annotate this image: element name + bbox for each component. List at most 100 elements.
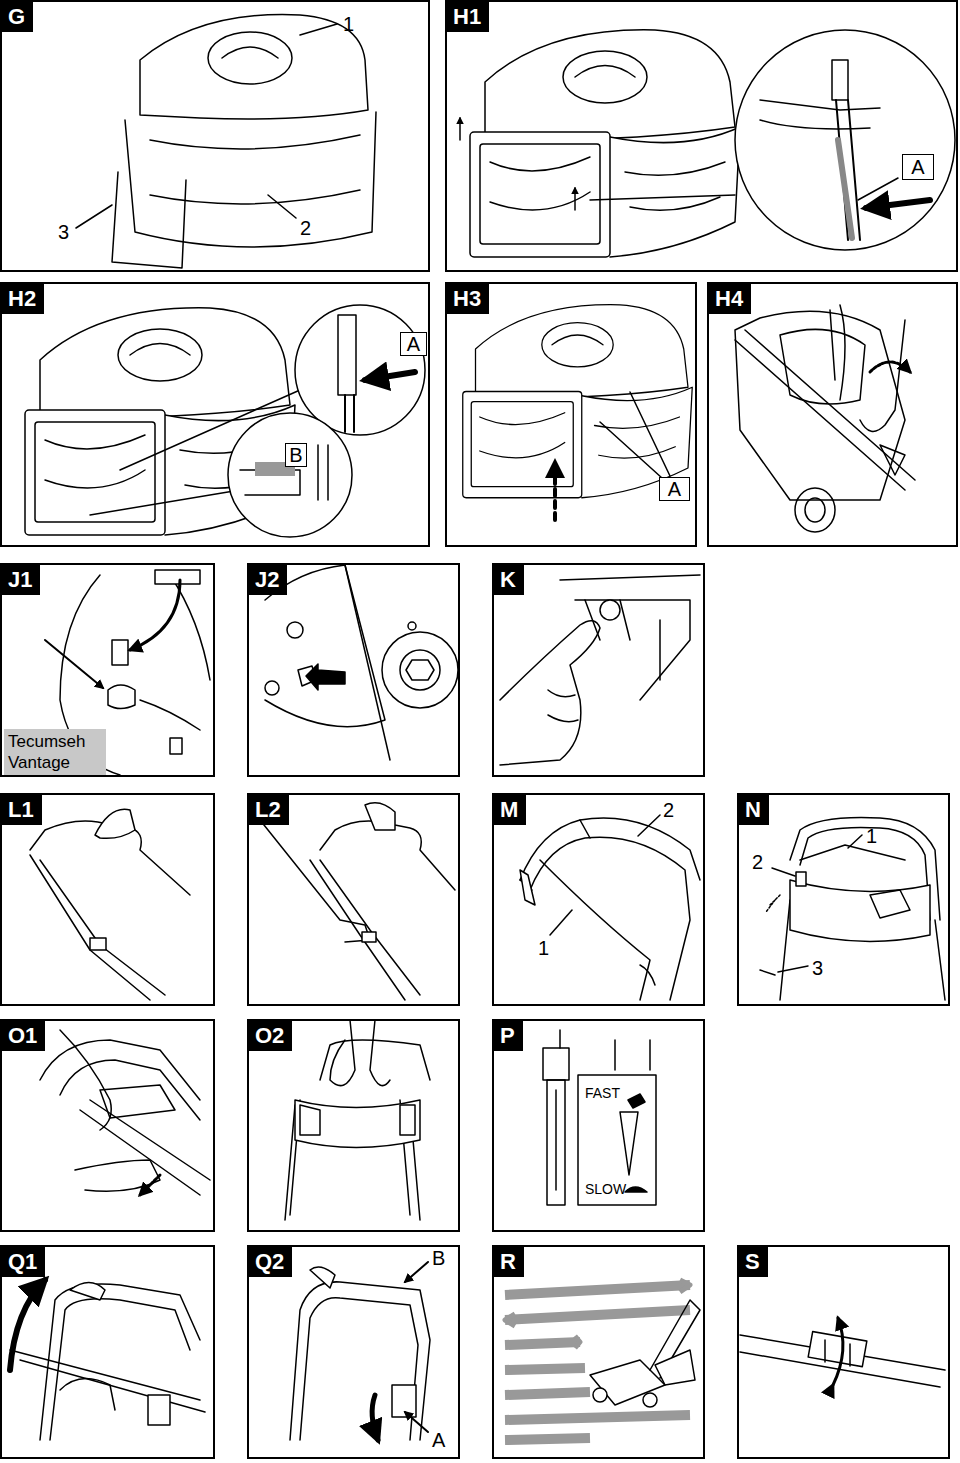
callout-number: 1 — [538, 938, 549, 958]
panel-m-art-part — [520, 870, 535, 905]
panel-h2-art-part — [90, 490, 240, 515]
panel-l2-art-part — [320, 821, 455, 890]
panel-k-art-part — [585, 600, 660, 680]
panel-h4-art-part — [780, 329, 865, 404]
panel-r-art — [505, 1280, 690, 1440]
panel-q2-art-part — [300, 1298, 418, 1440]
part-label: B — [432, 1248, 445, 1268]
panel-m-art-part — [638, 815, 660, 836]
panel-q1-art-part — [50, 1299, 190, 1440]
panel-h1-art-part — [836, 100, 860, 240]
panel-p-art-part — [628, 1094, 645, 1108]
panel-o2-art-part — [330, 1020, 355, 1086]
panel-label: R — [494, 1247, 524, 1277]
panel-label: N — [739, 795, 769, 825]
callout-letter: A — [911, 157, 924, 177]
panel-j1-art-part — [130, 580, 180, 650]
panel-r-mower-part — [655, 1350, 695, 1385]
panel-l1-art-part — [95, 809, 135, 838]
panel-label: O2 — [249, 1021, 292, 1051]
figure-panel: Q2 — [247, 1245, 460, 1459]
panel-label: H2 — [2, 284, 44, 314]
callout-number: 1 — [343, 14, 354, 34]
panel-r-art-part — [505, 1280, 690, 1348]
panel-h1-art-part — [590, 195, 735, 200]
panel-n-art-part — [778, 966, 808, 972]
panel-label: H4 — [709, 284, 751, 314]
panel-h1-art-part — [735, 30, 955, 250]
callout-number: 3 — [812, 958, 823, 978]
panel-label: S — [739, 1247, 768, 1277]
panel-l2-art-part — [310, 860, 420, 1000]
panel-g-art-part — [208, 32, 292, 84]
panel-h1-art-part — [866, 200, 930, 208]
panel-g-art — [76, 15, 376, 268]
panel-k-art-part — [560, 575, 700, 700]
panel-n-art-part — [848, 835, 862, 848]
panel-h2-art-part — [228, 413, 352, 537]
callout-letter: Tecumseh Vantage — [8, 732, 85, 772]
panel-r-mower — [590, 1300, 700, 1407]
panel-label: O1 — [2, 1021, 45, 1051]
panel-n-art-part — [790, 880, 930, 941]
panel-l1-art-part — [90, 938, 106, 950]
figure-panel: L1 — [0, 793, 215, 1006]
callout-letter: A — [668, 479, 681, 499]
panel-q2-art-part — [405, 1262, 428, 1282]
panel-j2-art-part — [382, 632, 458, 708]
figure-panel: J2 — [247, 563, 460, 777]
panel-n-art-part — [800, 845, 905, 860]
figure-panel: H4 — [707, 282, 958, 547]
panel-label: G — [2, 2, 33, 32]
panel-label: P — [494, 1021, 523, 1051]
figure-panel: H2A B — [0, 282, 430, 547]
figure-panel: S — [737, 1245, 950, 1459]
panel-q1-art — [10, 1280, 205, 1440]
panel-s-art-part — [833, 1318, 843, 1385]
panel-j2-art-part — [306, 664, 345, 690]
panel-h4-art-part — [860, 320, 905, 431]
callout-box: B — [285, 443, 307, 467]
panel-j2-art-part — [265, 681, 279, 695]
panel-g-art-part — [140, 15, 368, 119]
panel-p-art-part — [555, 1090, 557, 1190]
figure-panel: R — [492, 1245, 705, 1459]
panel-h1-art-part — [459, 118, 461, 140]
panel-q1-art-part — [10, 1280, 45, 1370]
panel-q2-art-part — [310, 1267, 335, 1288]
callout-number: 2 — [752, 852, 763, 872]
panel-p-art-part — [578, 1075, 656, 1205]
panel-k-art-part — [600, 600, 620, 620]
panel-q1-art-part — [148, 1395, 170, 1425]
panel-h1-art-part — [760, 100, 880, 129]
panel-h4-art-part — [795, 488, 835, 532]
panel-n-art-part — [796, 872, 806, 886]
panel-l2-art-part — [362, 932, 376, 942]
panel-g-art-part — [112, 172, 186, 268]
panel-l1-art — [30, 809, 190, 1000]
panel-j1-art-part — [155, 570, 200, 584]
panel-h1-art-part — [574, 188, 576, 210]
panel-o1-art-part — [140, 1175, 160, 1195]
panel-label: K — [494, 565, 524, 595]
panel-s-art — [740, 1318, 945, 1387]
panel-g-art-part — [76, 205, 112, 228]
panel-m-art-part — [550, 910, 572, 935]
panel-h4-art-part — [735, 311, 905, 500]
panel-h4-art-part — [735, 330, 915, 490]
figure-panel: L2 — [247, 793, 460, 1006]
panel-o1-art-part — [60, 1030, 111, 1130]
callout-number: 2 — [663, 800, 674, 820]
panel-q2-art-part — [290, 1282, 430, 1440]
panel-q2-art-part — [392, 1385, 416, 1417]
callout-letter: A — [407, 334, 420, 354]
part-label: FAST — [585, 1086, 620, 1100]
panel-m-art-part — [540, 860, 650, 1000]
panel-h1-art-part — [832, 60, 848, 100]
panel-n-art-part — [870, 890, 910, 918]
panel-j2-art-part — [400, 650, 440, 690]
panel-n-art-part — [772, 868, 795, 876]
panel-j1-art-part — [140, 700, 200, 730]
panel-h3-art-part — [600, 422, 662, 478]
